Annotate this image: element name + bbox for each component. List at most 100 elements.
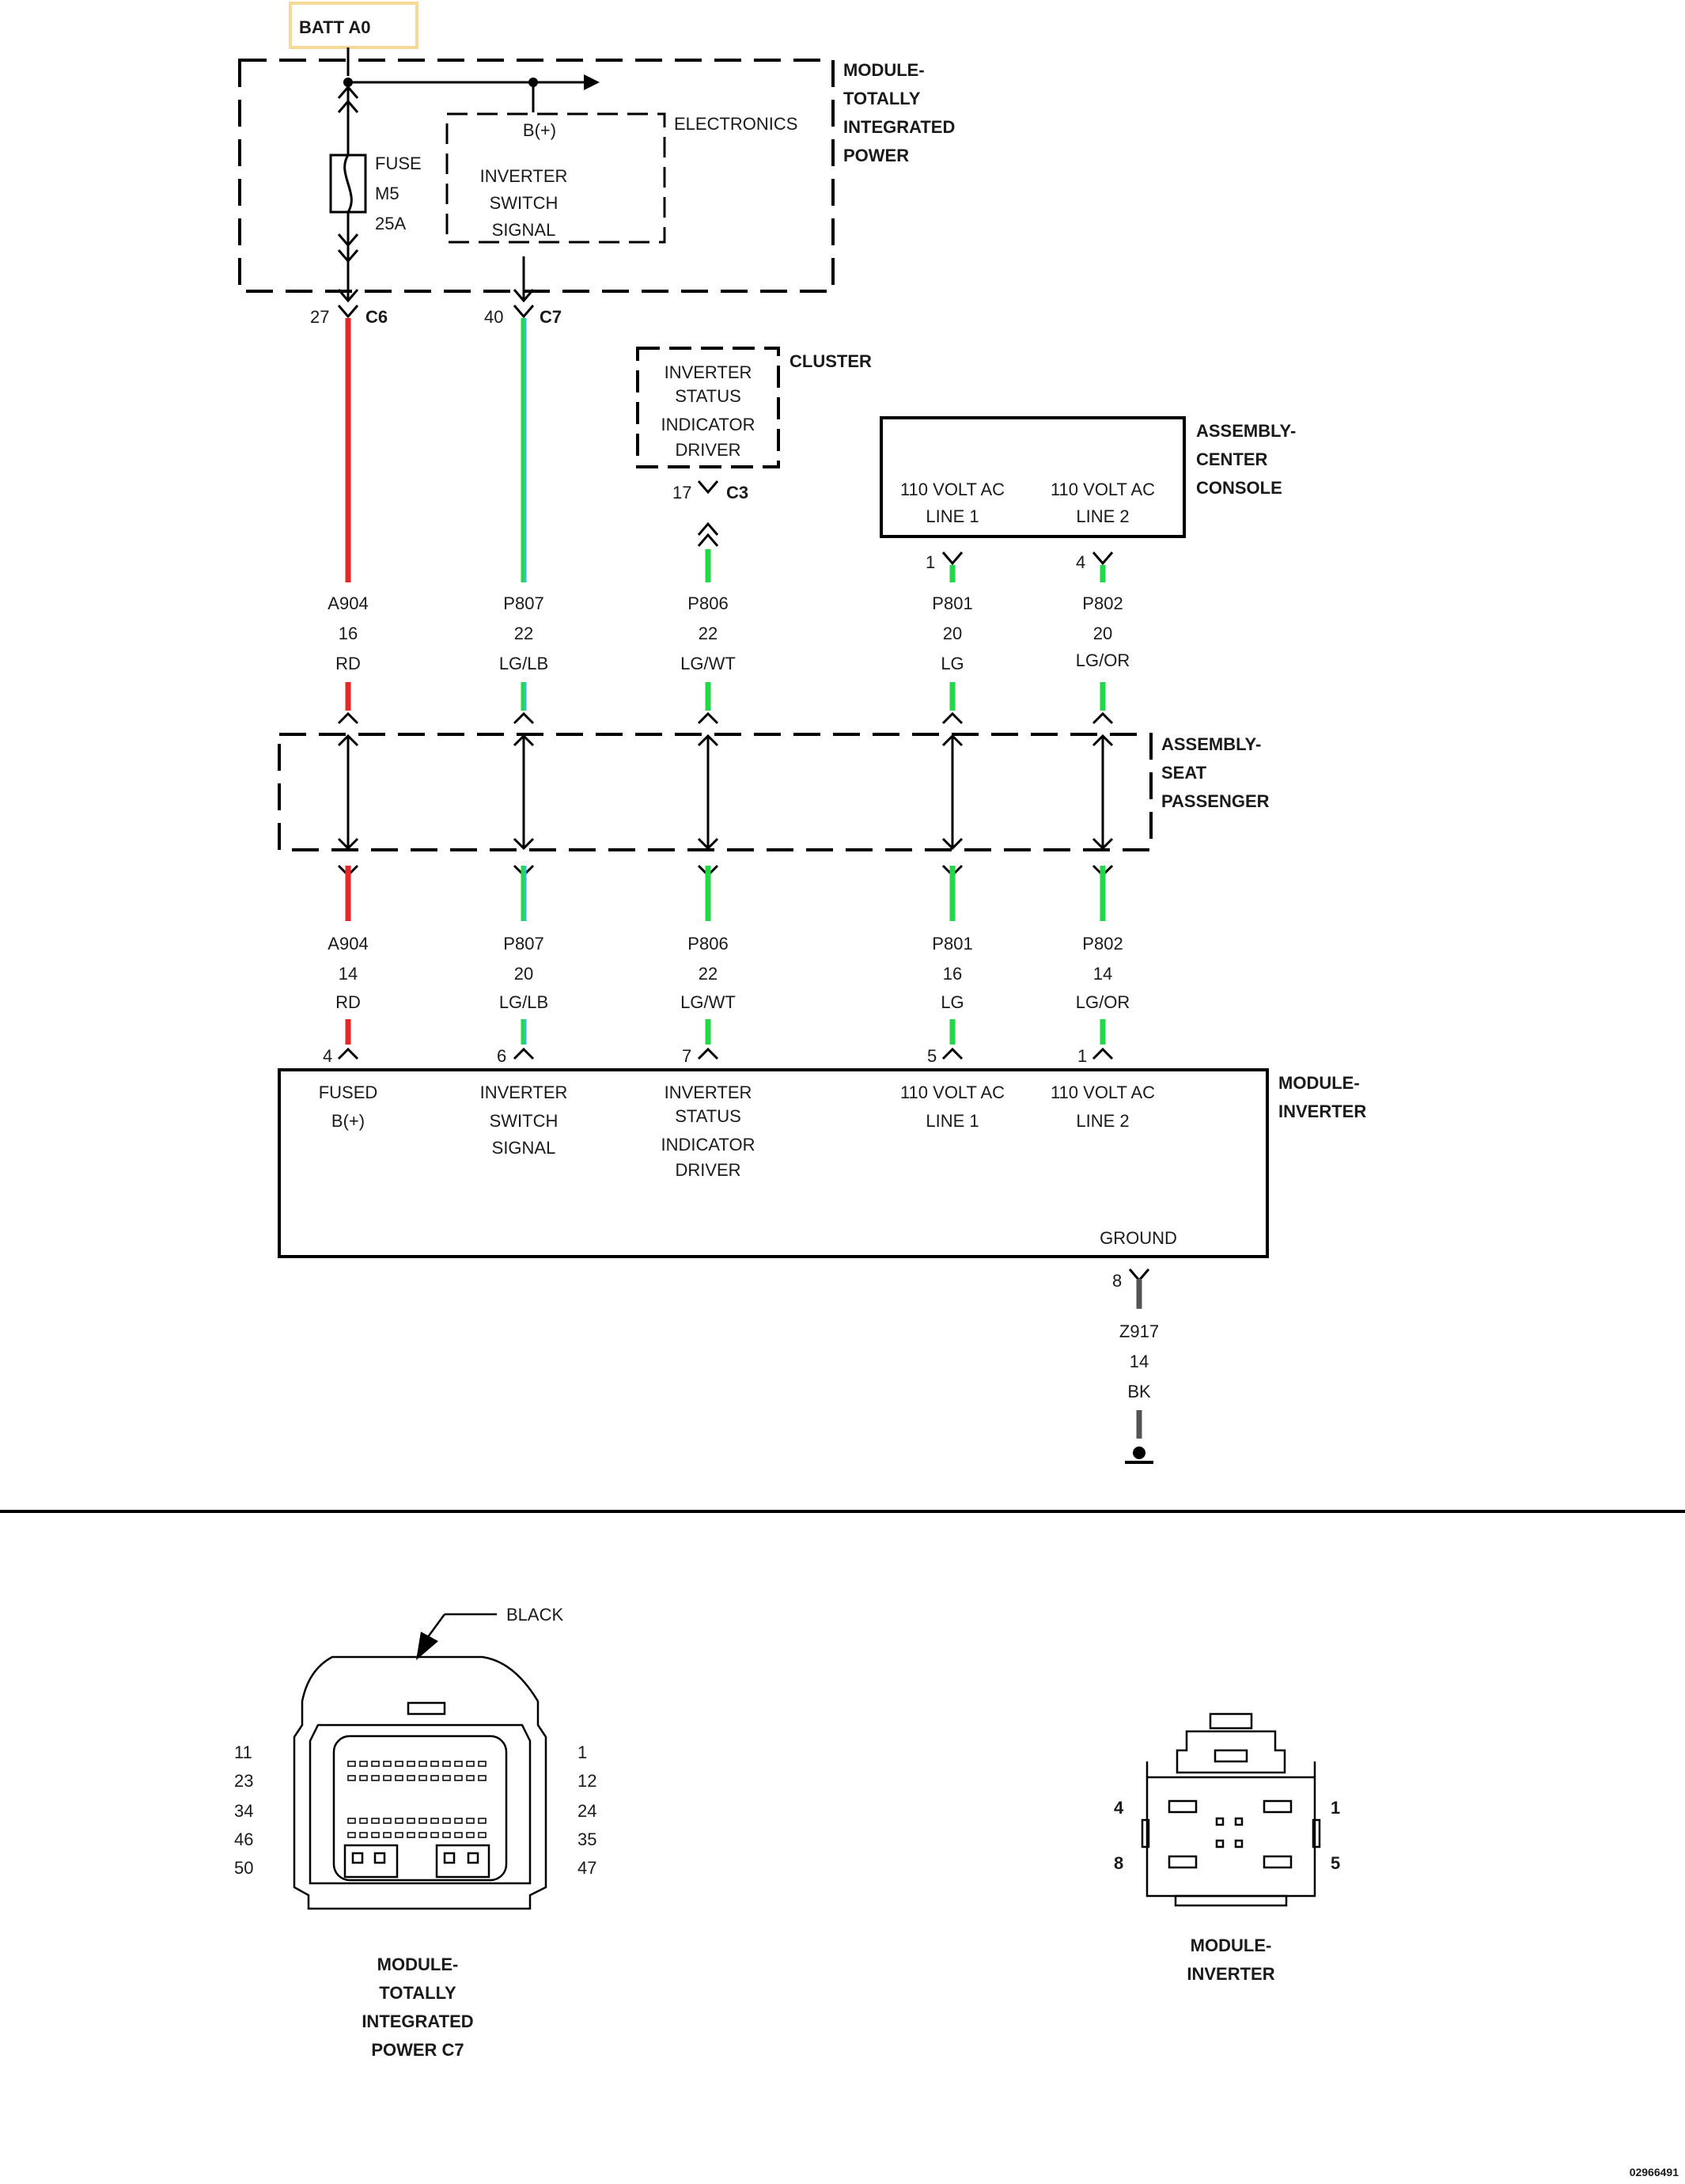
lower-wire-circuit-p806: P806 (687, 934, 728, 954)
tipm-c7-large-pin-block-left (343, 1844, 399, 1879)
inverter-connector-view: 4 1 8 5 MODULE- INVERTER (1114, 1712, 1340, 1984)
tipm-c7-cavity (383, 1832, 392, 1838)
upper-wire-color-p807: LG/LB (499, 654, 548, 673)
cluster-box (636, 347, 780, 468)
tipm-c7-cavity (359, 1832, 368, 1838)
tipm-c7-cavity (395, 1775, 403, 1781)
tipm-c7-cavity (478, 1832, 487, 1838)
lower-wire-gauge-p801: 16 (943, 964, 962, 984)
inverter-conn-caption-1: MODULE- (1191, 1936, 1272, 1955)
fuse-lower-chevron (337, 289, 359, 303)
electronics-box (445, 112, 666, 244)
tipm-c7-cavity (442, 1832, 451, 1838)
cluster-inline-connector-1 (697, 521, 719, 536)
inverter-status-4: DRIVER (675, 1160, 740, 1180)
lower-wire-p802-inverter-connector (1092, 1047, 1114, 1060)
tipm-c7-cavity (454, 1832, 463, 1838)
upper-wire-gauge-p802: 20 (1093, 624, 1112, 643)
tipm-c6-connector-mark (337, 305, 359, 319)
tipm-pin-40: 40 (484, 307, 503, 327)
seat-name-2: SEAT (1161, 763, 1207, 783)
inverter-conn-terminal-4 (1168, 1799, 1198, 1814)
tipm-c7-cavity (418, 1761, 427, 1767)
tipm-switch-signal-2: SWITCH (490, 193, 559, 213)
inverter-conn-terminal-5 (1263, 1855, 1293, 1869)
tipm-c7-cavity (347, 1818, 356, 1824)
tipm-pin-27: 27 (310, 307, 329, 327)
tipm-c7-latch (407, 1701, 446, 1716)
seat-name-1: ASSEMBLY- (1161, 734, 1261, 754)
inverter-conn-pin-bottom-left: 8 (1114, 1853, 1123, 1873)
batt-label: BATT A0 (299, 17, 370, 37)
tipm-c7-cavity (430, 1775, 439, 1781)
lower-wire-gauge-p802: 14 (1093, 964, 1112, 984)
batt-label-box[interactable] (289, 2, 418, 49)
console-pin1-mark (941, 552, 964, 566)
tipm-c7-cavity (371, 1818, 380, 1824)
tipm-c7-cavity (418, 1832, 427, 1838)
upper-wire-circuit-p806: P806 (687, 593, 728, 613)
tipm-c7-color-leader-diag (426, 1613, 446, 1639)
inverter-switch-1: INVERTER (480, 1083, 568, 1102)
lower-wire-circuit-p802: P802 (1082, 934, 1123, 954)
tipm-switch-signal-1: INVERTER (480, 166, 568, 186)
tipm-c7-cavity (383, 1818, 392, 1824)
upper-wire-gauge-p807: 22 (514, 624, 533, 643)
upper-wire-a904-seat-connector (337, 711, 359, 725)
cluster-inline-connector-2 (697, 533, 719, 547)
console-pin4-mark (1092, 552, 1114, 566)
upper-wire-color-a904: RD (335, 654, 361, 673)
fuse-label-2: M5 (375, 184, 399, 203)
seat-passthrough-p807-arrow-bottom (513, 837, 535, 851)
tipm-c7-cavity (454, 1775, 463, 1781)
tipm-connector-c6: C6 (365, 307, 388, 327)
inverter-conn-small-pin-1 (1215, 1817, 1225, 1826)
fuse-label-3: 25A (375, 214, 406, 233)
tipm-c7-cavity (466, 1832, 475, 1838)
lower-wire-p807-inverter-connector (513, 1047, 535, 1060)
electronics-bplus: B(+) (523, 120, 556, 140)
tipm-c7-caption-2: TOTALLY (379, 1983, 456, 2003)
inverter-conn-latch-body (1176, 1730, 1286, 1774)
tipm-connector-c7: C7 (540, 307, 562, 327)
lower-wire-color-a904: RD (335, 992, 361, 1012)
tipm-c7-large-pin-4 (467, 1852, 479, 1864)
tipm-c7-right-pin-2: 12 (577, 1771, 596, 1791)
switch-signal-chevron (513, 289, 535, 303)
tipm-c7-right-pin-5: 47 (577, 1858, 596, 1878)
upper-wire-p806-seat-connector (697, 711, 719, 725)
cluster-line-2: STATUS (675, 386, 741, 406)
inverter-pin-4: 4 (323, 1046, 332, 1066)
cluster-line-1: INVERTER (665, 362, 752, 382)
fuse-lower-connector-1 (337, 233, 359, 248)
tipm-c7-cavity (371, 1761, 380, 1767)
fuse-label-1: FUSE (375, 154, 422, 173)
ground-connector-mark (1128, 1268, 1150, 1283)
tipm-c7-cavity (466, 1818, 475, 1824)
tipm-c7-color-arrow (416, 1632, 438, 1660)
tipm-c7-cavity (383, 1761, 392, 1767)
inverter-conn-caption-2: INVERTER (1187, 1964, 1274, 1984)
tipm-c7-cavity (395, 1832, 403, 1838)
lower-wire-a904-inverter-connector (337, 1047, 359, 1060)
inverter-conn-small-pin-3 (1215, 1839, 1225, 1848)
tipm-c7-cavity (454, 1818, 463, 1824)
inverter-line1-b: LINE 1 (926, 1111, 979, 1131)
tipm-c7-cavity (359, 1775, 368, 1781)
tipm-c7-cavity (418, 1818, 427, 1824)
upper-wire-labels: A904 16 RD P807 22 LG/LB P806 22 LG/WT P… (328, 593, 1130, 673)
upper-wire-circuit-a904: A904 (328, 593, 368, 613)
upper-wire-color-p806: LG/WT (680, 654, 736, 673)
console-pin-4: 4 (1076, 552, 1085, 572)
tipm-c7-right-pin-3: 24 (577, 1801, 596, 1821)
tipm-c7-left-pin-5: 50 (234, 1858, 253, 1878)
tipm-c7-inner-frame (309, 1723, 532, 1885)
inverter-module-box (278, 1068, 1269, 1258)
seat-passthrough-p801-arrow-bottom (941, 837, 964, 851)
inverter-conn-small-pin-2 (1234, 1817, 1244, 1826)
tipm-c7-cavity (478, 1818, 487, 1824)
upper-wire-p807-seat-connector (513, 711, 535, 725)
tipm-c7-cavity (478, 1761, 487, 1767)
console-name-1: ASSEMBLY- (1196, 421, 1296, 441)
